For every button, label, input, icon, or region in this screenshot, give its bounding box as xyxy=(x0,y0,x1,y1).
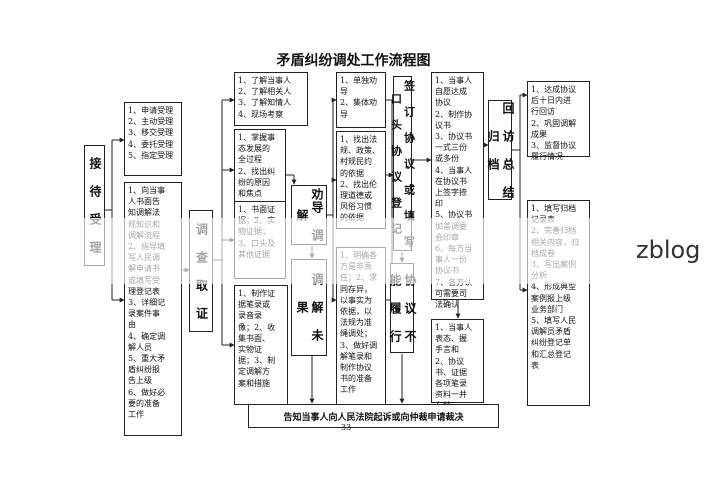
node-investigate: 调 查 取 证 xyxy=(189,210,213,332)
node-persuade: 劝导 调解 xyxy=(291,185,327,245)
node-sign-agreement: 签 订 协 议 或 填 写 口 头 协 议 登 记 xyxy=(390,76,416,251)
node-explain-rights: 1、明确各 方是非责 任；2、求 同存异， 以事实为 依据，以 法规为准 绳调处… xyxy=(336,247,386,409)
node-intake-tasks: 1、向当事 人书面告 知调解法 规知识和 调解流程 2、指导填 写人民调 解申请… xyxy=(124,182,182,436)
node-follow-up: 回 访 总 结 归 档 xyxy=(486,100,515,200)
node-inform-parties: 1、当事人 表态、握 手言和 2、协议 书、证据 各项笔录 资料一并 存档 xyxy=(431,319,484,410)
node-record-investigation: 1、制作证 据笔录或 录音录 像；2、收 集书面、 实物证 据；3、制 定调解方… xyxy=(234,285,288,405)
node-evidence: 1、书面证 据；2、实 物证据； 3、口头及 其他证据 xyxy=(234,201,286,279)
node-method: 1、单独劝 导 2、集体劝 导 xyxy=(336,72,386,128)
node-revisit-tasks: 1、达成协议 后十日内进 行回访 2、巩固调解 成果 3、监督协议 履行情况 xyxy=(527,81,590,161)
node-agreement-not-fulfilled: 协 议 不 能 履 行 xyxy=(388,263,417,353)
diagram-title: 矛盾纠纷调处工作流程图 xyxy=(276,53,431,69)
node-understand: 1、了解当事人 2、了解相关人 3、了解知情人 4、现场考察 xyxy=(234,72,308,126)
page-number: 33 xyxy=(341,423,352,432)
node-agreement-steps: 1、当事人 自愿达成 协议 2、制作协 议书 3、协议书 一式三份 或多份 4、… xyxy=(431,72,484,309)
node-find-basis: 1、找出法 规、政策、 村规民约 的依据 2、找出伦 理道德或 风俗习惯 的依据 xyxy=(336,131,386,229)
node-reception: 接 待 受 理 xyxy=(84,145,105,266)
node-archive-tasks: 1、填写归档 记录表 2、完善归档 相关内容，归 档成卷 3、写出案例 分析 4… xyxy=(527,200,590,406)
node-accept-steps: 1、申请受理 2、主动受理 3、移交受理 4、委托受理 5、指定受理 xyxy=(124,102,182,176)
node-final: 告知当事人向人民法院起诉或向仲裁申请裁决 xyxy=(248,404,499,428)
watermark: zblog xyxy=(636,236,701,264)
node-mediation-unfinished: 调 解 未 果 xyxy=(291,259,327,356)
